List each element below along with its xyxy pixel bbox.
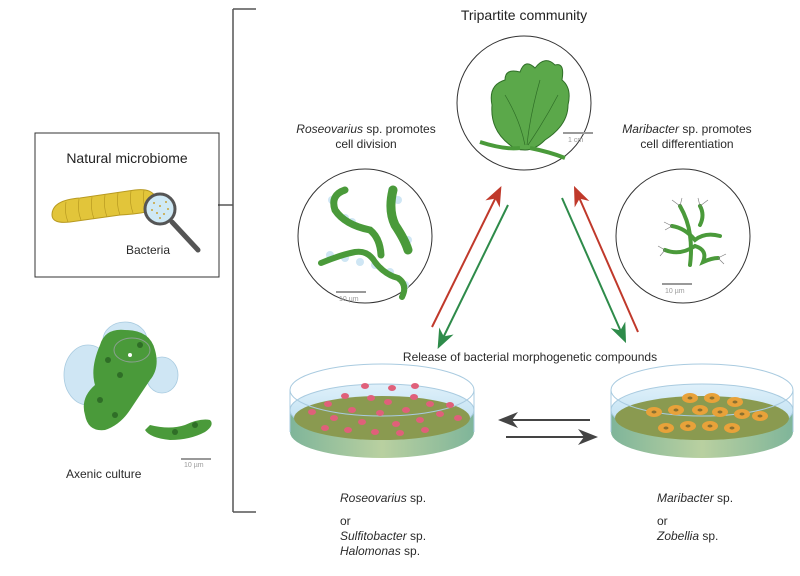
roseovarius-title-rest: sp. promotes: [363, 122, 436, 136]
alga-filament-icon: [51, 189, 156, 223]
maribacter-title-rest: sp. promotes: [678, 122, 752, 136]
roseovarius-colony: [446, 402, 454, 408]
roseovarius-colony: [426, 401, 434, 407]
caption-genus: Roseovarius: [340, 491, 407, 505]
maribacter-colony-center: [707, 424, 713, 428]
tripartite-circle: [456, 35, 592, 171]
maribacter-scale-label: 10 µm: [665, 288, 685, 295]
natural-microbiome-box: [34, 132, 220, 278]
maribacter-colony-center: [663, 426, 669, 430]
ulva-thallus-icon: [479, 60, 593, 160]
roseovarius-colony: [411, 383, 419, 389]
roseovarius-colony: [416, 417, 424, 423]
roseovarius-colony: [376, 410, 384, 416]
maribacter-morphotype-icon: [657, 197, 727, 285]
left-dish-caption: Roseovarius sp. or Sulfitobacter sp. Hal…: [340, 491, 426, 559]
roseovarius-colony: [348, 407, 356, 413]
magnifier-icon: [143, 192, 201, 253]
caption-rest: sp.: [406, 529, 427, 543]
roseovarius-colony: [361, 383, 369, 389]
maribacter-colony-center: [651, 410, 657, 414]
maribacter-colony-center: [739, 412, 745, 416]
petri-dish-roseovarius: [289, 363, 475, 458]
roseovarius-colony: [436, 411, 444, 417]
maribacter-colony-center: [673, 408, 679, 412]
roseovarius-colony: [308, 409, 316, 415]
roseovarius-colony: [358, 419, 366, 425]
bracket: [218, 8, 256, 513]
maribacter-colony-center: [709, 396, 715, 400]
release-arrow-right: [561, 197, 627, 344]
roseovarius-scale-label: 10 µm: [339, 296, 359, 303]
caption-rest: sp.: [400, 544, 421, 558]
roseovarius-colony: [384, 399, 392, 405]
roseovarius-colony: [402, 407, 410, 413]
caption-rest: sp.: [406, 491, 427, 505]
maribacter-circle: [615, 168, 751, 304]
caption-genus: Halomonas: [340, 544, 401, 558]
maribacter-title-line2: cell differentiation: [640, 137, 734, 151]
roseovarius-panel-title: Roseovarius sp. promotes cell division: [280, 122, 452, 152]
roseovarius-title-line2: cell division: [335, 137, 397, 151]
roseovarius-colony: [341, 393, 349, 399]
caption-genus: Maribacter: [657, 491, 714, 505]
roseovarius-colony: [392, 421, 400, 427]
petri-dish-maribacter: [610, 363, 794, 458]
roseovarius-colony: [396, 430, 404, 436]
left-arrow-pair: [431, 186, 509, 349]
roseovarius-colony: [321, 425, 329, 431]
maribacter-colony-center: [685, 424, 691, 428]
maribacter-genus: Maribacter: [622, 122, 679, 136]
exchange-arrows: [498, 412, 598, 445]
maribacter-colony-center: [697, 408, 703, 412]
promote-arrow-left: [431, 186, 502, 328]
caption-line: Zobellia sp.: [657, 529, 733, 544]
roseovarius-colony: [330, 415, 338, 421]
roseovarius-colony: [454, 415, 462, 421]
axenic-scale-label: 10 µm: [184, 462, 204, 469]
roseovarius-colony: [344, 427, 352, 433]
caption-genus: Zobellia: [657, 529, 700, 543]
caption-line: Sulfitobacter sp.: [340, 529, 426, 544]
roseovarius-colony: [421, 427, 429, 433]
natural-microbiome-title: Natural microbiome: [66, 150, 188, 166]
caption-rest: sp.: [699, 529, 719, 543]
roseovarius-colony: [410, 394, 418, 400]
roseovarius-colony: [388, 385, 396, 391]
roseovarius-morphotype-icon: [318, 185, 413, 300]
caption-or: or: [340, 514, 351, 528]
roseovarius-colony: [324, 401, 332, 407]
tripartite-scale-label: 1 cm: [568, 137, 584, 144]
maribacter-panel-title: Maribacter sp. promotes cell differentia…: [612, 122, 762, 152]
caption-line: Halomonas sp.: [340, 544, 426, 559]
release-label: Release of bacterial morphogenetic compo…: [402, 350, 658, 364]
right-arrow-pair: [561, 185, 639, 344]
axenic-culture-icon: [63, 321, 212, 460]
maribacter-colony-center: [732, 400, 738, 404]
roseovarius-colony: [367, 395, 375, 401]
right-dish-caption: Maribacter sp. or Zobellia sp.: [657, 491, 733, 544]
maribacter-colony-center: [687, 396, 693, 400]
roseovarius-colony: [371, 429, 379, 435]
axenic-culture-label: Axenic culture: [66, 467, 142, 481]
maribacter-colony-center: [729, 426, 735, 430]
promote-arrow-right: [573, 185, 639, 333]
release-arrow-left: [437, 204, 509, 349]
caption-genus: Sulfitobacter: [340, 529, 407, 543]
roseovarius-genus: Roseovarius: [296, 122, 363, 136]
maribacter-colony-center: [717, 410, 723, 414]
maribacter-colony-center: [757, 414, 763, 418]
bacteria-label: Bacteria: [126, 243, 171, 257]
caption-or: or: [657, 514, 668, 528]
tripartite-title: Tripartite community: [460, 7, 588, 23]
roseovarius-circle: [297, 168, 433, 304]
caption-rest: sp.: [713, 491, 734, 505]
